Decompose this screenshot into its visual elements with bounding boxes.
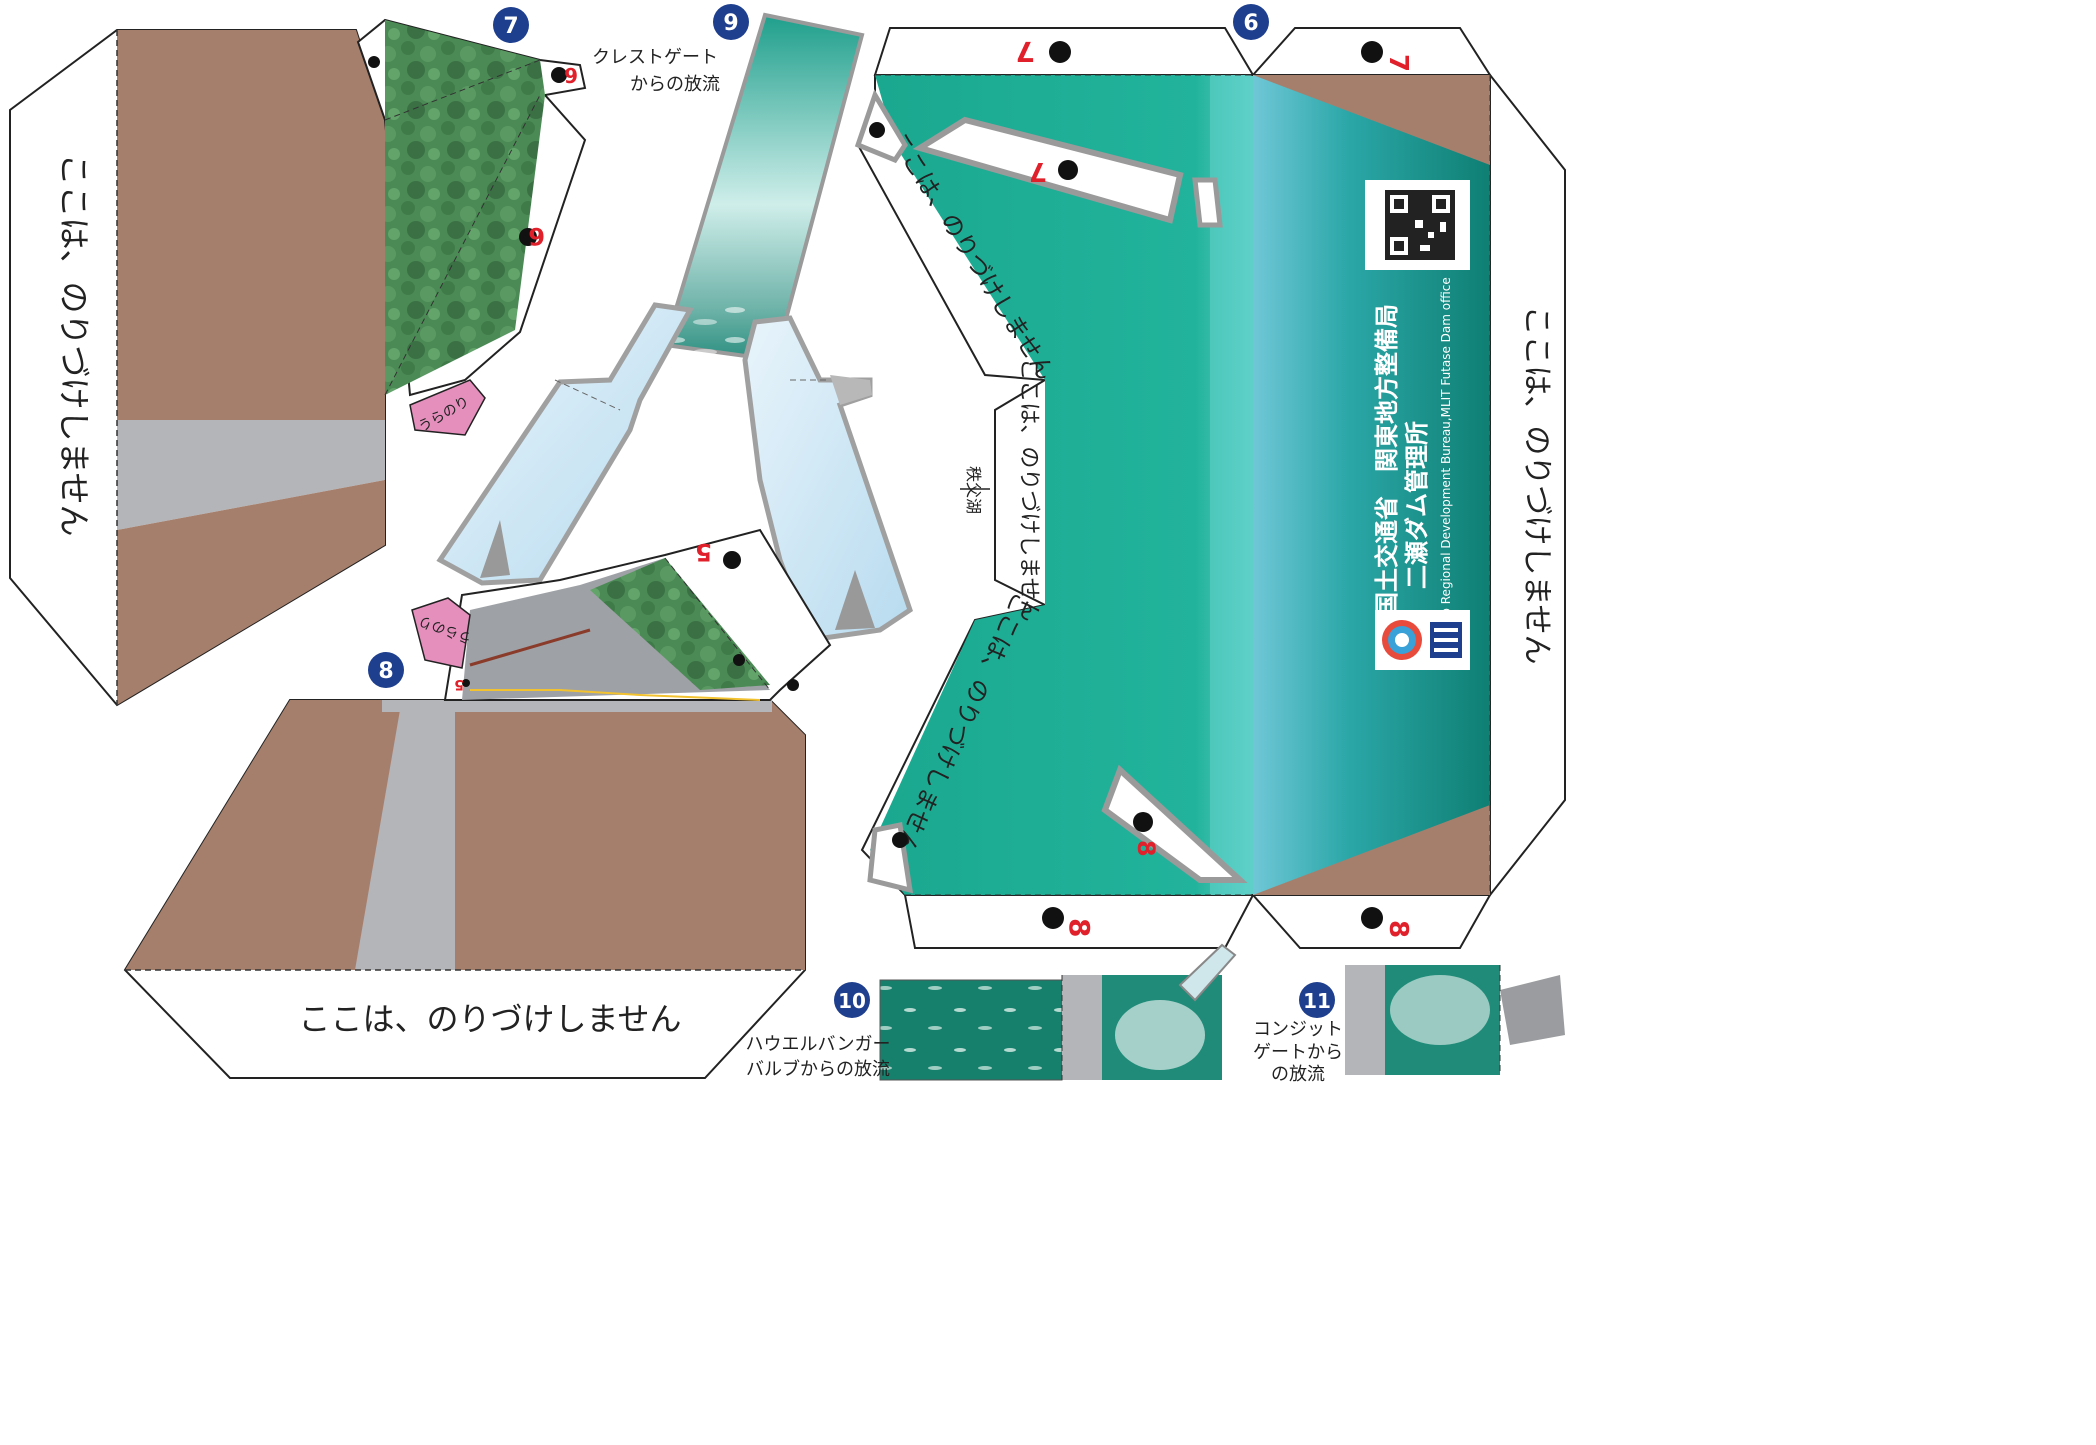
- mark-5: 5: [695, 538, 712, 566]
- right-no-glue-label: ここは、のりづけしません: [1519, 305, 1554, 664]
- hole-dot: [1361, 907, 1383, 929]
- uranori-tab-7: [409, 379, 486, 436]
- mark-7-right: 7: [1383, 54, 1413, 72]
- part-7-no-glue-label: ここは、のりづけしません: [55, 153, 93, 536]
- part-8-wall: ここは、のりづけしません: [123, 699, 806, 1079]
- dam-logo-icon: [1382, 620, 1422, 660]
- hole-dot: [723, 551, 741, 569]
- part-11-gate-strip: [1345, 965, 1565, 1075]
- mark-7-top: 7: [1016, 35, 1035, 68]
- hole-dot: [892, 832, 908, 848]
- part-6-lake: ここは、のりづけしません ここは、のりづけしません ここは、のりづけしません 秩…: [854, 27, 1255, 949]
- hole-dot: [462, 679, 470, 687]
- office-emblem-icon: [1430, 622, 1462, 658]
- badge-9: [713, 4, 749, 40]
- mark-8-right: 8: [1383, 920, 1413, 938]
- caption-11-line3: の放流: [1271, 1064, 1325, 1085]
- part-7-brown-lower: [117, 480, 385, 705]
- part-7-forest-flap: うらのり 6 6: [356, 18, 587, 436]
- part-9-spillway: [436, 12, 913, 643]
- hole-dot: [787, 679, 799, 691]
- part-6-right-panel: ここは、のりづけしません 7 8 国土交通省 関東地方整備局 二瀬ダム管理所 K…: [1250, 27, 1566, 949]
- hole-dot: [519, 228, 537, 246]
- caption-9-line1: クレストゲート: [592, 47, 718, 68]
- part-10-valve-strip: [879, 943, 1237, 1081]
- badge-10: [834, 982, 870, 1018]
- hole-dot: [1058, 160, 1078, 180]
- mark-6: 6: [564, 63, 578, 87]
- badge-9-number: 9: [723, 11, 738, 36]
- qr-code-icon: [1365, 180, 1470, 270]
- hole-dot: [368, 56, 380, 68]
- hole-dot: [1042, 907, 1064, 929]
- part-6-no-glue-label-2: ここは、のりづけしません: [1016, 358, 1041, 621]
- badge-6: [1233, 4, 1269, 40]
- badge-6-number: 6: [1243, 11, 1258, 36]
- part-7-wall: ここは、のりづけしません: [9, 29, 386, 707]
- caption-9-line2: からの放流: [630, 74, 720, 95]
- hole-dot: [1133, 812, 1153, 832]
- mark-8-bottom: 8: [1063, 918, 1096, 937]
- part-8-no-glue-label: ここは、のりづけしません: [298, 1000, 681, 1038]
- badge-7-number: 7: [503, 14, 518, 39]
- badge-7: [493, 7, 529, 43]
- caption-11-line1: コンジット: [1253, 1019, 1343, 1040]
- hole-dot: [551, 67, 567, 83]
- badge-8-number: 8: [378, 659, 393, 684]
- hole-dot: [1049, 41, 1071, 63]
- badge-8: [368, 652, 404, 688]
- mark-5-small: 5: [454, 676, 464, 692]
- badge-11: [1299, 982, 1335, 1018]
- part-7-road: [117, 420, 385, 530]
- mark-7: 7: [1029, 156, 1047, 186]
- caption-10-line2: バルブからの放流: [746, 1058, 890, 1080]
- office-name-label: 二瀬ダム管理所: [1403, 421, 1431, 589]
- badge-10-number: 10: [838, 989, 866, 1013]
- mark-8: 8: [1132, 840, 1160, 857]
- hole-dot: [733, 654, 745, 666]
- caption-11-line2: ゲートから: [1253, 1042, 1343, 1063]
- part-7-brown-face: [117, 30, 385, 420]
- uranori-tab-8: [411, 597, 471, 669]
- mark-6: 6: [528, 222, 545, 250]
- part-8-road-flap: うらのり 5 5: [411, 528, 832, 701]
- ministry-label: 国土交通省 関東地方整備局: [1373, 304, 1401, 616]
- caption-10-line1: ハウエルバンガー: [746, 1034, 891, 1055]
- hole-dot: [1361, 41, 1383, 63]
- lake-label: 秩父湖: [964, 466, 983, 514]
- hole-dot: [869, 122, 885, 138]
- office-english-label: Kanto Regional Development Bureau,MLIT F…: [1439, 277, 1453, 642]
- badge-11-number: 11: [1303, 989, 1331, 1013]
